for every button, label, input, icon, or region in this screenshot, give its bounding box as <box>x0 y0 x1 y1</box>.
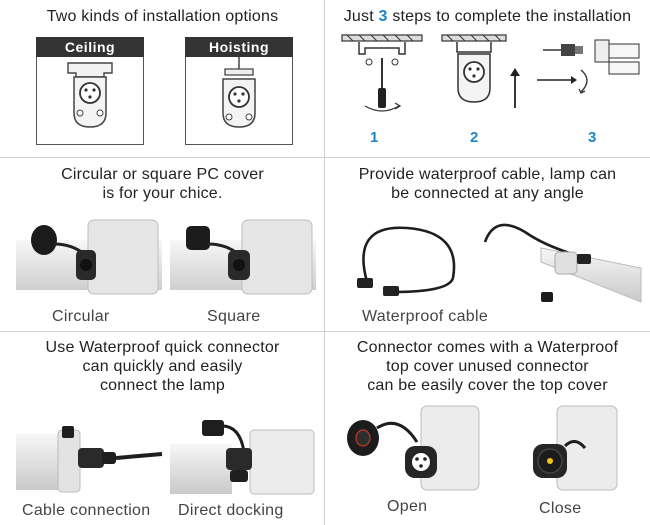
installation-options-title: Two kinds of installation options <box>46 8 279 25</box>
panel-pc-cover: Circular or square PC cover is for your … <box>0 158 325 332</box>
step3-connector-icon <box>537 39 640 94</box>
panel-top-cover: Connector comes with a Waterproof top co… <box>325 332 650 525</box>
steps-title-prefix: Just <box>343 8 374 25</box>
cable-connection-photo <box>16 426 163 493</box>
top-cover-title-line2: top cover unused connector <box>386 358 589 375</box>
waterproof-cable-photo <box>357 223 642 303</box>
top-cover-title-line1: Connector comes with a Waterproof <box>356 339 619 356</box>
caption-waterproof-cable: Waterproof cable <box>362 308 489 325</box>
waterproof-cable-title-line1: Provide waterproof cable, lamp can <box>358 166 617 183</box>
horizontal-divider-bottom <box>0 331 650 332</box>
quick-connector-title-line2: can quickly and easily <box>82 358 243 375</box>
caption-square: Square <box>207 308 261 325</box>
waterproof-cable-title-line2: be connected at any angle <box>391 185 584 202</box>
step2-bracket-icon <box>441 34 520 108</box>
hoisting-bracket-icon <box>222 57 256 128</box>
open-cover-photo <box>347 405 480 491</box>
panel-waterproof-cable: Provide waterproof cable, lamp can be co… <box>325 158 650 332</box>
quick-connector-title-line1: Use Waterproof quick connector <box>45 339 280 356</box>
circular-cover-photo <box>16 219 162 295</box>
installation-steps-title: Just 3 steps to complete the installatio… <box>325 7 650 26</box>
caption-cable-connection: Cable connection <box>22 502 151 519</box>
step-2-number: 2 <box>470 129 479 146</box>
caption-circular: Circular <box>52 308 110 325</box>
steps-title-suffix: steps to complete the installation <box>392 8 632 25</box>
pc-cover-title-line2: is for your chice. <box>102 185 223 202</box>
panel-installation-options: Two kinds of installation options Ceilin… <box>0 0 325 158</box>
pc-cover-title-line1: Circular or square PC cover <box>61 166 264 183</box>
hoisting-tag: Hoisting <box>185 37 293 57</box>
close-cover-photo <box>533 405 618 491</box>
steps-title-number: 3 <box>378 8 388 25</box>
square-cover-photo <box>170 219 316 295</box>
step-1-number: 1 <box>370 129 379 146</box>
caption-direct-docking: Direct docking <box>178 502 284 519</box>
quick-connector-title-line3: connect the lamp <box>99 377 226 394</box>
vertical-divider <box>324 0 325 525</box>
panel-quick-connector: Use Waterproof quick connector can quick… <box>0 332 325 525</box>
ceiling-bracket-icon <box>67 62 113 128</box>
step-3-number: 3 <box>588 129 597 146</box>
caption-close: Close <box>539 500 582 517</box>
caption-open: Open <box>387 498 428 515</box>
top-cover-title-line3: can be easily cover the top cover <box>367 377 608 394</box>
step1-screw-icon <box>341 34 423 112</box>
horizontal-divider-top <box>0 157 650 158</box>
direct-docking-photo <box>170 420 315 495</box>
ceiling-tag: Ceiling <box>36 37 144 57</box>
panel-installation-steps: Just 3 steps to complete the installatio… <box>325 0 650 158</box>
